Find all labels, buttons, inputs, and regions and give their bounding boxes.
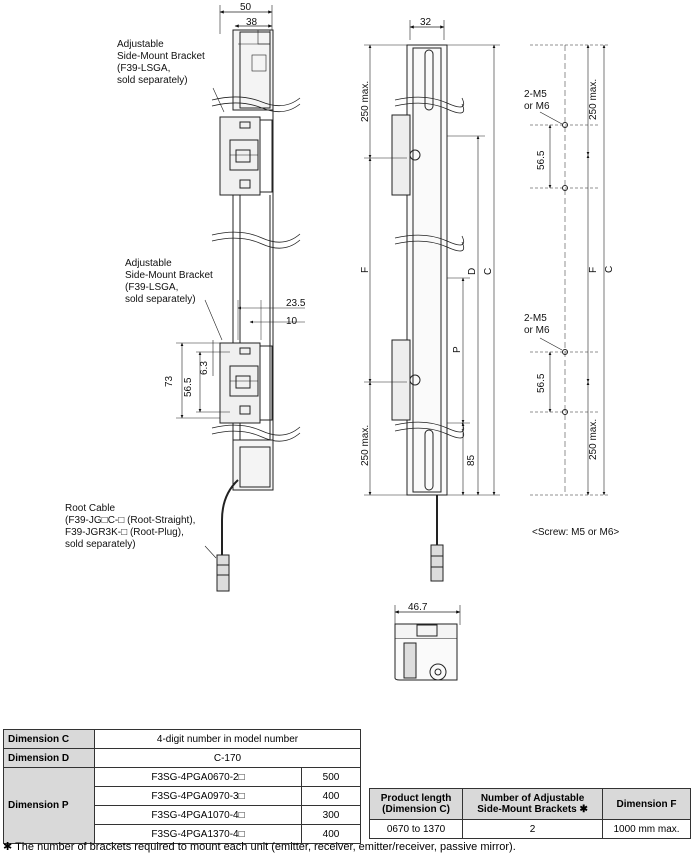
svg-text:Adjustable: Adjustable	[117, 39, 164, 50]
dim-D: D	[467, 268, 478, 275]
table-row: F3SG-4PGA0970-3□ 400	[4, 786, 361, 806]
svg-text:sold separately): sold separately)	[65, 539, 136, 550]
svg-text:Root Cable: Root Cable	[65, 503, 115, 514]
table-row: Dimension D C-170	[3, 748, 361, 768]
screw-note: <Screw: M5 or M6>	[532, 527, 619, 538]
svg-text:F39-JGR3K-□ (Root-Plug),: F39-JGR3K-□ (Root-Plug),	[65, 527, 184, 538]
dim-250-top: 250 max.	[360, 81, 371, 122]
svg-text:(F39-LSGA,: (F39-LSGA,	[125, 282, 178, 293]
svg-text:Side-Mount Bracket: Side-Mount Bracket	[117, 51, 205, 62]
dim-right-56-5-bottom: 56.5	[536, 373, 547, 393]
svg-text:or M6: or M6	[524, 101, 550, 112]
table-row: 0670 to 1370 2 1000 mm max.	[368, 819, 691, 839]
dim-10: 10	[286, 316, 298, 327]
dim-38: 38	[246, 17, 258, 28]
dim-right-250-top: 250 max.	[588, 79, 599, 120]
mounting-hole-view	[530, 44, 610, 496]
callout-root-cable: Root Cable (F39-JG□C-□ (Root-Straight), …	[65, 503, 195, 550]
bottom-view	[394, 605, 461, 681]
dim-P: P	[452, 346, 463, 353]
dim-32: 32	[420, 17, 432, 28]
table-row: Dimension P F3SG-4PGA0670-2□ 500	[3, 767, 361, 844]
dim-250-bottom: 250 max.	[360, 425, 371, 466]
dim-C: C	[483, 268, 494, 275]
dim-56-5-left: 56.5	[183, 377, 194, 397]
callout-bracket-top: Adjustable Side-Mount Bracket (F39-LSGA,…	[117, 39, 205, 86]
dimension-table: Dimension C 4-digit number in model numb…	[3, 729, 361, 844]
dim-F: F	[360, 267, 371, 273]
dim-85: 85	[466, 454, 477, 466]
footnote: ✱ The number of brackets required to mou…	[3, 841, 516, 853]
svg-text:Side-Mount Bracket: Side-Mount Bracket	[125, 270, 213, 281]
side-view	[176, 5, 305, 592]
table-row: F3SG-4PGA1370-4□ 400	[4, 824, 361, 844]
svg-text:(F39-JG□C-□ (Root-Straight),: (F39-JG□C-□ (Root-Straight),	[65, 515, 195, 526]
dimension-drawing: 50 38 32 23.5 10 73 56.5 6.3 250 max. 25…	[65, 2, 619, 681]
svg-text:(F39-LSGA,: (F39-LSGA,	[117, 63, 170, 74]
table-row: Dimension C 4-digit number in model numb…	[3, 729, 361, 749]
dim-right-250-bottom: 250 max.	[588, 419, 599, 460]
dim-23-5: 23.5	[286, 298, 306, 309]
callout-screw-bottom: 2-M5 or M6	[524, 313, 550, 336]
callout-screw-top: 2-M5 or M6	[524, 89, 550, 112]
svg-text:or M6: or M6	[524, 325, 550, 336]
callout-bracket-mid: Adjustable Side-Mount Bracket (F39-LSGA,…	[125, 258, 213, 305]
dim-right-C: C	[604, 266, 615, 273]
dim-46-7: 46.7	[408, 602, 428, 613]
dim-50: 50	[240, 2, 252, 13]
svg-text:2-M5: 2-M5	[524, 313, 547, 324]
table-header-row: Product length(Dimension C) Number of Ad…	[368, 788, 691, 820]
dim-right-F: F	[588, 267, 599, 273]
svg-text:sold separately): sold separately)	[117, 75, 188, 86]
dim-6-3: 6.3	[199, 361, 210, 375]
svg-text:Adjustable: Adjustable	[125, 258, 172, 269]
dim-right-56-5-top: 56.5	[536, 150, 547, 170]
bracket-table: Product length(Dimension C) Number of Ad…	[368, 788, 691, 839]
front-view	[364, 20, 500, 582]
svg-text:2-M5: 2-M5	[524, 89, 547, 100]
svg-text:sold separately): sold separately)	[125, 294, 196, 305]
dim-73: 73	[164, 375, 175, 387]
